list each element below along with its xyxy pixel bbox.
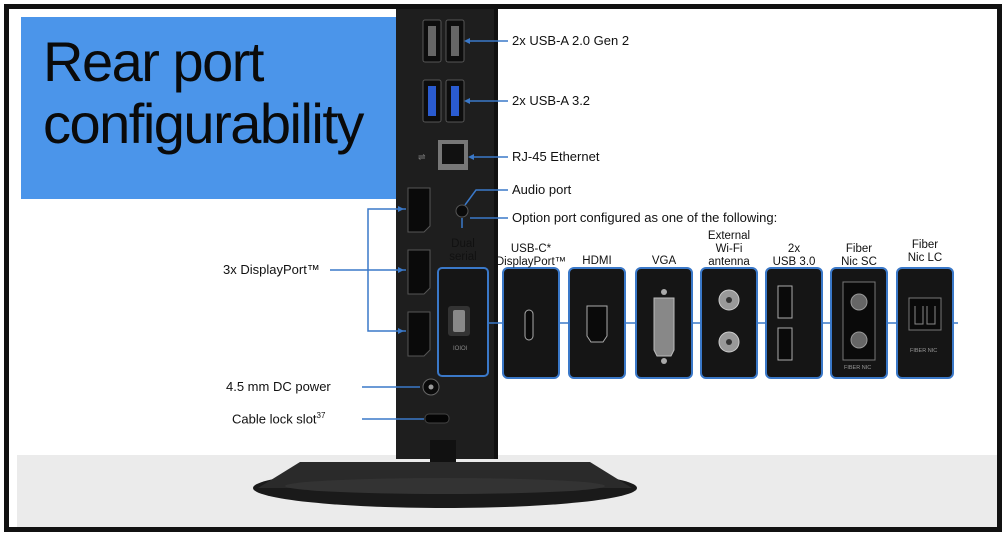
stand-neck — [430, 440, 456, 462]
displayport-ports — [407, 187, 431, 357]
module-label-usb30: 2x USB 3.0 — [762, 243, 826, 269]
device-body — [396, 9, 494, 459]
module-label-line: Nic LC — [907, 252, 943, 264]
arrowheads — [398, 38, 474, 334]
module-fiber-lc: FIBER NIC — [896, 267, 954, 379]
device-edge — [494, 9, 498, 459]
rj45-port: ⇌ — [418, 140, 468, 170]
module-label-line: 2x — [787, 243, 801, 255]
fiber-lc-marking: FIBER NIC — [910, 348, 937, 354]
label-cable-lock: Cable lock slot37 — [232, 411, 325, 426]
stand-highlight — [285, 478, 605, 494]
title-line-1: Rear port — [43, 30, 264, 93]
module-label-dual-serial: Dual serial — [438, 238, 488, 264]
module-label-line: Fiber — [845, 243, 873, 255]
label-displayport: 3x DisplayPort™ — [223, 262, 320, 277]
serial-marking: IOIOI — [453, 346, 468, 352]
module-dual-serial: IOIOI — [437, 267, 489, 377]
cable-lock-text: Cable lock slot — [232, 411, 317, 427]
title-line-2: configurability — [43, 92, 364, 155]
module-usb30 — [765, 267, 823, 379]
label-dc-power: 4.5 mm DC power — [226, 379, 331, 394]
module-usbc-dp — [502, 267, 560, 379]
module-label-line: HDMI — [582, 255, 612, 267]
usb-a-3-ports — [422, 79, 465, 123]
module-label-line: antenna — [708, 256, 750, 268]
module-label-usbc-dp: USB-C* DisplayPort™ — [492, 243, 570, 269]
module-label-line: USB 3.0 — [772, 256, 816, 268]
cable-lock-footnote: 37 — [316, 411, 326, 420]
module-wifi — [700, 267, 758, 379]
slide-title: Rear port configurability — [43, 30, 364, 155]
label-option-port: Option port configured as one of the fol… — [512, 210, 778, 225]
label-usb-a-32: 2x USB-A 3.2 — [512, 93, 591, 108]
fiber-sc-marking: FIBER NIC — [844, 365, 871, 371]
module-label-line: Fiber — [911, 239, 939, 251]
title-panel — [21, 17, 405, 199]
module-label-vga: VGA — [636, 255, 692, 268]
label-usb-a-20: 2x USB-A 2.0 Gen 2 — [512, 33, 630, 48]
module-label-fiber-lc: Fiber Nic LC — [895, 239, 955, 265]
module-label-wifi: External Wi-Fi antenna — [696, 230, 762, 269]
module-label-line: serial — [449, 251, 477, 263]
usb-a-2-ports — [422, 19, 465, 63]
module-label-line: Wi-Fi — [715, 243, 743, 255]
svg-text:⇌: ⇌ — [418, 152, 426, 162]
module-hdmi — [568, 267, 626, 379]
module-label-line: External — [707, 230, 751, 242]
label-rj45: RJ-45 Ethernet — [512, 149, 600, 164]
module-vga — [635, 267, 693, 379]
module-label-line: USB-C* — [510, 243, 552, 255]
audio-jack — [455, 204, 469, 218]
module-label-hdmi: HDMI — [569, 255, 625, 268]
module-label-line: DisplayPort™ — [495, 256, 567, 268]
module-label-line: VGA — [651, 255, 677, 267]
module-label-fiber-sc: Fiber Nic SC — [829, 243, 889, 269]
module-label-line: Dual — [451, 238, 475, 250]
module-label-line: Nic SC — [841, 256, 877, 268]
cable-lock-slot — [424, 413, 450, 424]
label-audio: Audio port — [512, 182, 572, 197]
module-fiber-sc: FIBER NIC — [830, 267, 888, 379]
